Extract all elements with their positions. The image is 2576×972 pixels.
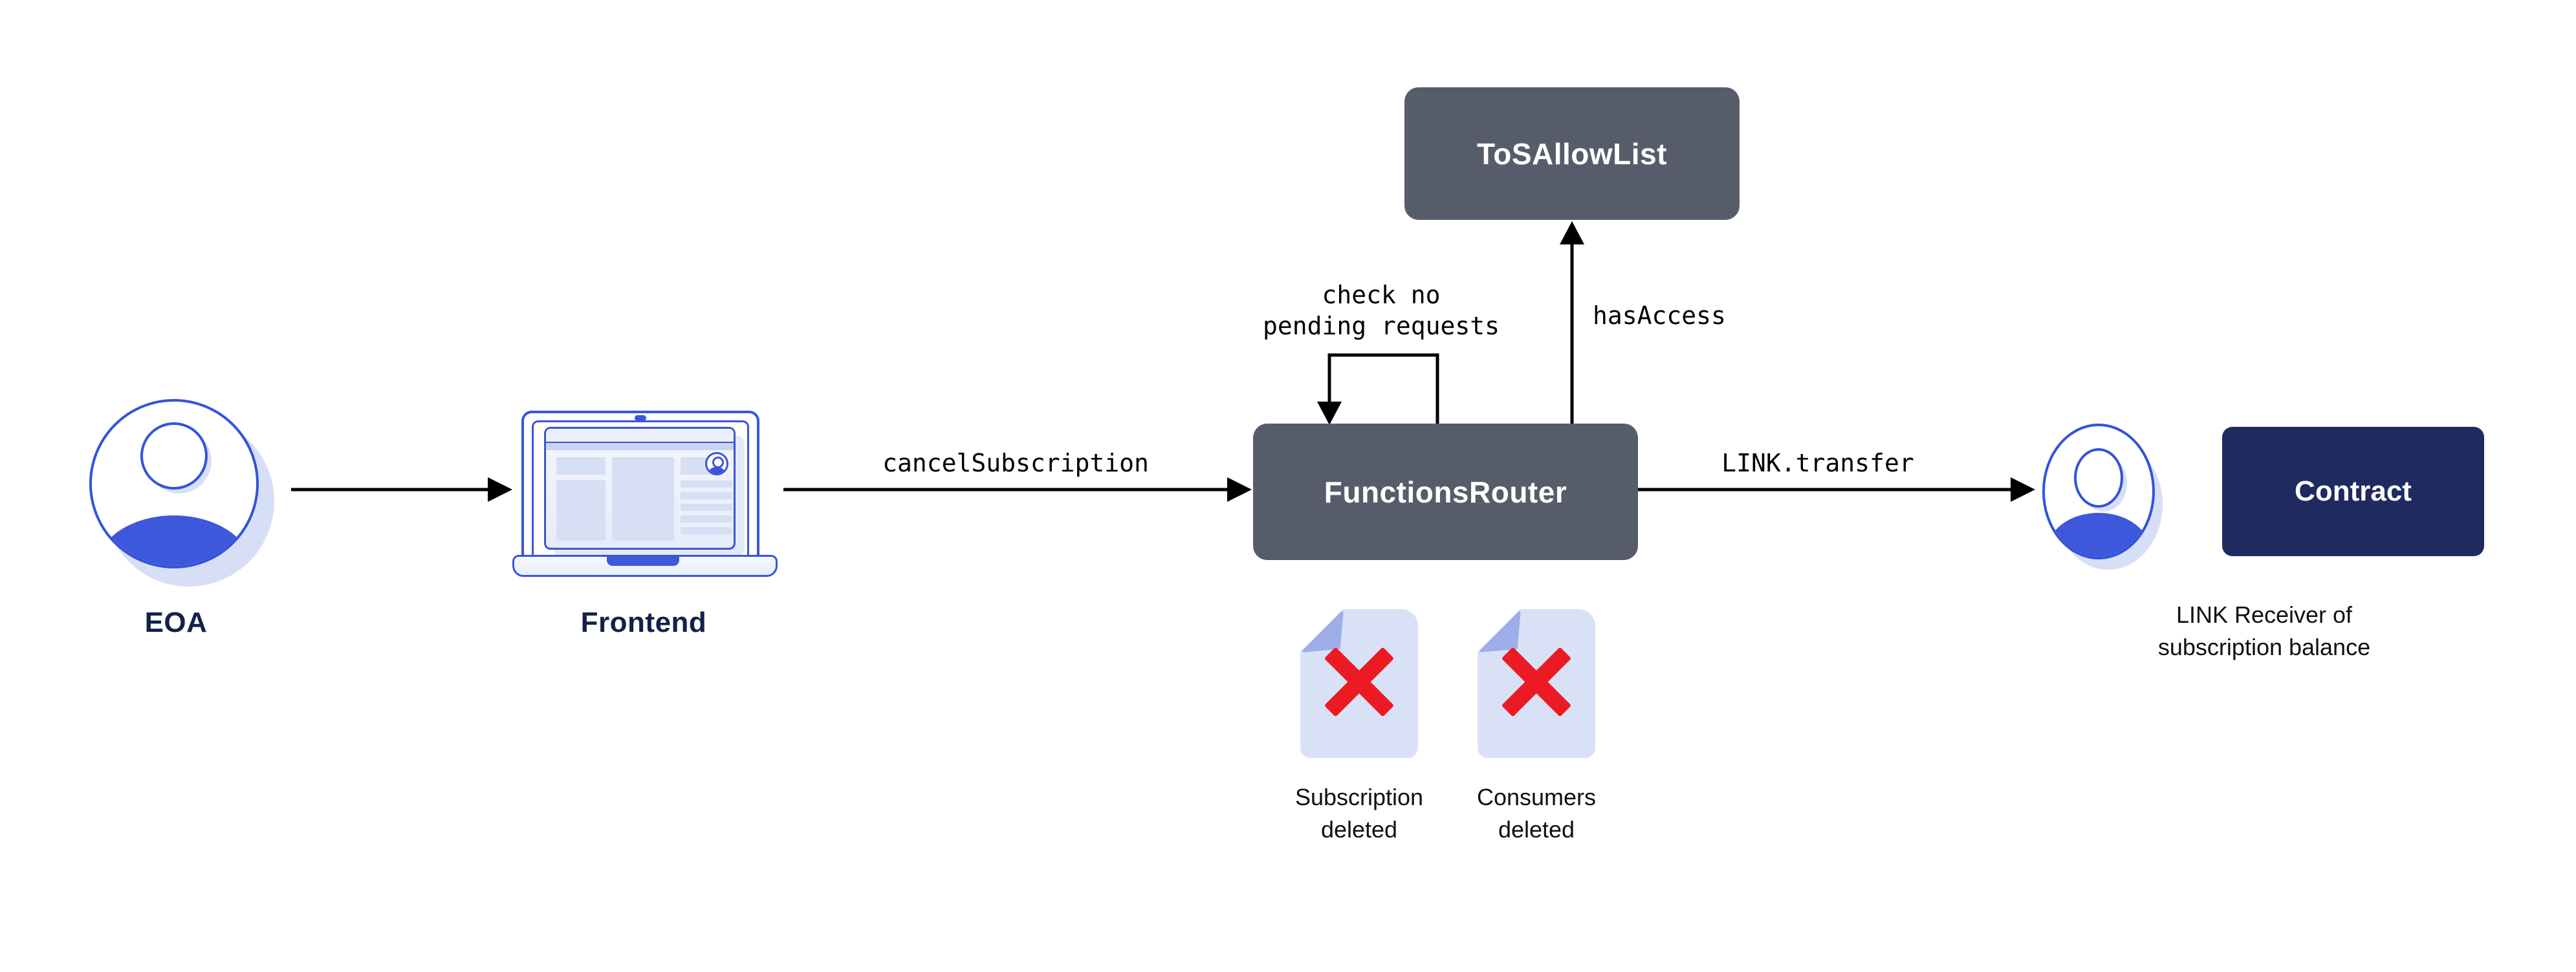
browser-block [556, 457, 606, 475]
arrowhead-to-router [1227, 477, 1252, 502]
laptop-notch [607, 557, 679, 566]
avatar-head [140, 422, 208, 490]
arrowhead-to-receiver [2011, 477, 2035, 502]
eoa-label: EOA [144, 607, 208, 638]
browser-title-bar [546, 429, 734, 443]
browser-line [681, 504, 732, 511]
functions-router-label: FunctionsRouter [1324, 475, 1567, 509]
mini-avatar-body [709, 467, 725, 473]
link-receiver-label: LINK Receiver of subscription balance [2102, 599, 2426, 664]
subscription-deleted-document-icon [1300, 609, 1418, 758]
frontend-laptop-icon [512, 407, 778, 577]
consumers-deleted-line1: Consumers [1476, 784, 1597, 810]
frontend-label: Frontend [580, 607, 707, 638]
avatar-body [2047, 513, 2150, 557]
link-receiver-person-avatar-icon [2042, 424, 2172, 576]
browser-user-avatar-icon [705, 452, 728, 475]
avatar-oval [2042, 424, 2155, 559]
check-pending-requests-edge-label: check no pending requests [1187, 279, 1575, 341]
check-pending-line1: check no [1322, 281, 1441, 309]
arrow-router-self-loop [1327, 353, 1439, 425]
has-access-edge-label: hasAccess [1593, 301, 1726, 330]
arrowhead-to-frontend [488, 477, 512, 502]
cancel-subscription-edge-label: cancelSubscription [882, 449, 1149, 477]
laptop-webcam-icon [635, 415, 646, 421]
avatar-circle [89, 399, 259, 568]
tos-allow-list-box: ToSAllowList [1404, 87, 1740, 220]
browser-address-bar [546, 443, 734, 450]
browser-line [681, 527, 732, 534]
consumers-deleted-label: Consumers deleted [1439, 781, 1633, 846]
browser-line [681, 492, 732, 499]
subscription-deleted-line2: deleted [1320, 816, 1398, 843]
link-receiver-line2: subscription balance [2157, 634, 2371, 660]
contract-box: Contract [2222, 427, 2484, 556]
eoa-person-avatar-icon [89, 399, 277, 587]
laptop-inner-bezel [532, 420, 749, 557]
browser-window [544, 427, 736, 550]
subscription-deleted-line1: Subscription [1294, 784, 1424, 810]
avatar-body [97, 515, 251, 566]
functions-router-box: FunctionsRouter [1253, 424, 1638, 560]
browser-block [556, 480, 606, 541]
link-transfer-edge-label: LINK.transfer [1721, 449, 1914, 477]
subscription-deleted-label: Subscription deleted [1262, 781, 1456, 846]
arrowhead-self-loop [1317, 402, 1342, 425]
tos-allow-list-label: ToSAllowList [1477, 136, 1667, 171]
check-pending-line2: pending requests [1262, 312, 1500, 340]
browser-line [681, 515, 732, 523]
contract-label: Contract [2295, 475, 2412, 507]
browser-block [612, 457, 674, 541]
link-receiver-line1: LINK Receiver of [2176, 601, 2353, 628]
arrowhead-to-tos [1560, 221, 1584, 244]
consumers-deleted-line2: deleted [1498, 816, 1575, 843]
avatar-head [2074, 448, 2123, 508]
consumers-deleted-document-icon [1478, 609, 1595, 758]
browser-line [681, 481, 732, 488]
